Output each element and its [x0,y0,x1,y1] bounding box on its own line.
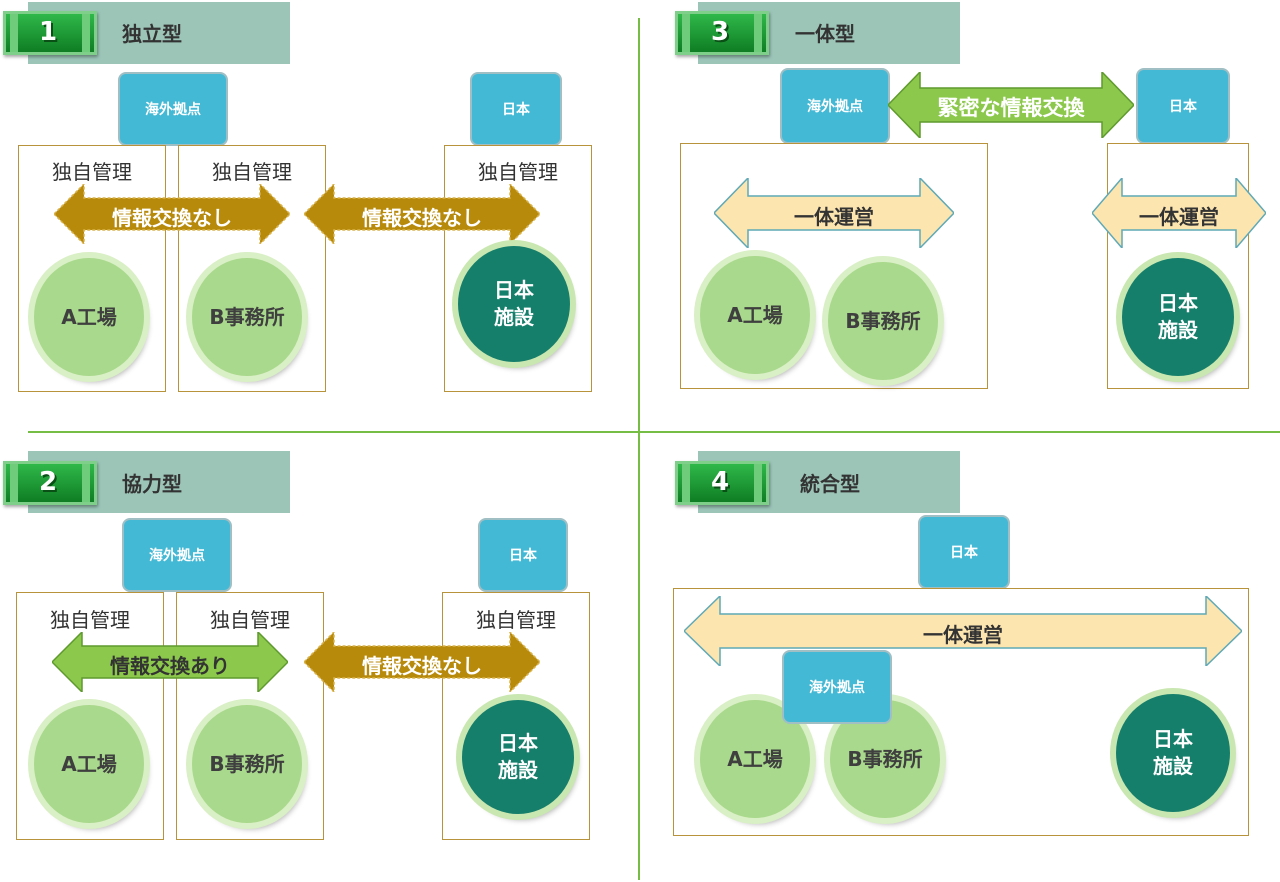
quadrant-title: 統合型 [800,472,860,496]
badge-number: 1 [38,17,58,47]
badge-number: 3 [710,17,730,47]
a-factory-circle: A工場 [34,705,144,823]
japan-facility-circle: 日本施設 [462,700,574,814]
quadrant-title: 独立型 [122,22,182,46]
vertical-divider [638,18,640,880]
number-badge: 3 [675,11,769,55]
badge-number: 4 [710,467,730,497]
box-label: 独自管理 [210,608,290,632]
double-arrow-wide: 一体運営 [682,594,1244,668]
overseas-tag: 海外拠点 [780,68,890,144]
japan-tag: 日本 [478,518,568,592]
b-office-circle: B事務所 [828,262,938,380]
box-label: 独自管理 [50,608,130,632]
japan-facility-circle: 日本施設 [1116,694,1230,812]
management-box-japan [442,592,590,840]
japan-tag: 日本 [1136,68,1230,144]
integrated-box [673,588,1249,836]
quadrant-title: 協力型 [122,472,182,496]
arrow-label: 情報交換なし [112,206,232,230]
arrow-label: 情報交換なし [362,654,482,678]
management-box-japan [444,145,592,392]
overseas-tag: 海外拠点 [782,650,892,724]
japan-box [1107,143,1249,389]
box-label: 独自管理 [52,160,132,184]
management-box-a [18,145,166,392]
quadrant-title: 一体型 [795,22,855,46]
a-factory-circle: A工場 [700,256,810,374]
arrow-label: 一体運営 [794,205,874,229]
b-office-circle: B事務所 [192,705,302,823]
arrow-label: 緊密な情報交換 [937,96,1085,120]
horizontal-divider [28,431,1280,433]
japan-tag: 日本 [918,515,1010,589]
japan-facility-circle: 日本施設 [1122,258,1234,376]
management-box-a [16,592,164,840]
double-arrow-right: 情報交換なし [302,182,542,246]
overseas-tag: 海外拠点 [122,518,232,592]
double-arrow-left: 情報交換あり [50,630,290,694]
box-label: 独自管理 [212,160,292,184]
arrow-label: 情報交換なし [362,206,482,230]
double-arrow-exchange: 緊密な情報交換 [886,70,1136,140]
management-box-b [178,145,326,392]
japan-facility-circle: 日本施設 [458,246,570,362]
japan-tag: 日本 [470,72,562,146]
box-label: 独自管理 [478,160,558,184]
arrow-label: 情報交換あり [110,654,230,678]
overseas-tag: 海外拠点 [118,72,228,146]
management-box-b [176,592,324,840]
double-arrow-operation-left: 一体運営 [712,176,956,250]
double-arrow-right: 情報交換なし [302,630,542,694]
overseas-box [680,143,988,389]
double-arrow-left: 情報交換なし [52,182,292,246]
box-label: 独自管理 [476,608,556,632]
b-office-circle: B事務所 [192,258,302,376]
number-badge: 1 [3,11,97,55]
badge-number: 2 [38,467,58,497]
a-factory-circle: A工場 [34,258,144,376]
number-badge: 4 [675,461,769,505]
arrow-label: 一体運営 [1139,205,1219,229]
number-badge: 2 [3,461,97,505]
double-arrow-operation-right: 一体運営 [1091,175,1267,251]
arrow-label: 一体運営 [923,623,1003,647]
